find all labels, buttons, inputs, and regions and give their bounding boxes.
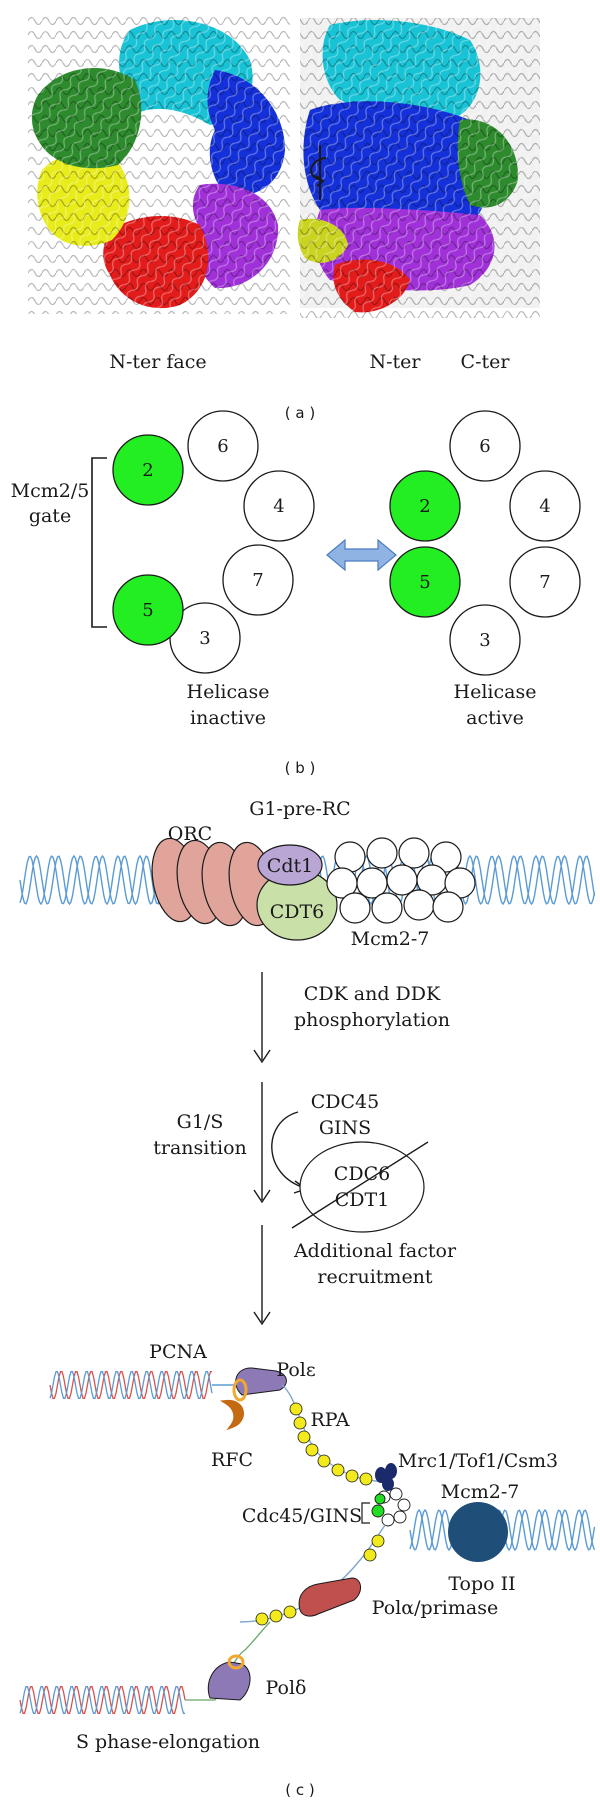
cdc45-bracket <box>361 1502 370 1524</box>
label-7-active: 7 <box>539 572 550 593</box>
pcna-label: PCNA <box>149 1341 207 1363</box>
panel-label-c: ( c ) <box>285 1781 315 1799</box>
removed-line1: CDC6 <box>334 1163 390 1185</box>
pol-epsilon-label: Polε <box>276 1359 315 1381</box>
helicase-active-line2: active <box>466 707 524 729</box>
rpa-label: RPA <box>310 1409 349 1431</box>
caption-c-ter: C-ter <box>461 351 511 373</box>
subunit-2-inactive <box>112 434 184 506</box>
elongation-label: S phase-elongation <box>76 1731 260 1753</box>
label-6-active: 6 <box>479 436 490 457</box>
cdc45-gins-label: Cdc45/GINS <box>242 1505 362 1527</box>
gate-label-line1: Mcm2/5 <box>11 480 90 502</box>
cmg-helicase <box>371 1487 411 1527</box>
panel-c: G1-pre-RC ORC Cdt1 CDT6 <box>19 798 596 1799</box>
panel-label-b: ( b ) <box>285 759 316 777</box>
dna-helix-lagging-top <box>49 1371 213 1399</box>
pol-alpha-label: Polα/primase <box>372 1597 498 1619</box>
g1-pre-rc-title: G1-pre-RC <box>249 798 350 820</box>
transition-line2: transition <box>153 1137 247 1159</box>
arrow-down-3 <box>253 1225 271 1326</box>
mcm-double-hexamer <box>326 837 476 924</box>
rpa-beads-top <box>289 1402 373 1486</box>
rpa-beads-bottom <box>255 1534 385 1626</box>
rotation-axis-icon <box>310 145 327 200</box>
panel-label-a: ( a ) <box>285 404 315 422</box>
subunit-4-inactive <box>243 470 315 542</box>
transition-line1: G1/S <box>177 1111 224 1133</box>
cdt1-label: Cdt1 <box>267 855 313 877</box>
caption-n-ter: N-ter <box>369 351 421 373</box>
label-5-active: 5 <box>419 572 430 593</box>
cdt6-label: CDT6 <box>270 901 325 923</box>
subunit-7-active <box>509 546 581 618</box>
caption-n-ter-face: N-ter face <box>109 351 206 373</box>
helicase-inactive-line1: Helicase <box>187 681 270 703</box>
pcna-clamp-2 <box>227 1654 245 1670</box>
pol-alpha <box>298 1577 361 1617</box>
label-5-inactive: 5 <box>142 600 153 621</box>
topo-ii-label: Topo II <box>448 1573 515 1595</box>
mrc-complex <box>375 1463 397 1491</box>
pol-delta-label: Polδ <box>266 1677 307 1699</box>
mcm2-7-label: Mcm2-7 <box>351 928 430 950</box>
gate-label-line2: gate <box>29 505 71 527</box>
label-3-active: 3 <box>479 630 490 651</box>
label-4-inactive: 4 <box>273 496 284 517</box>
subunit-7-inactive <box>222 544 294 616</box>
label-2-active: 2 <box>419 496 430 517</box>
additional-line2: recruitment <box>317 1266 432 1288</box>
label-7-inactive: 7 <box>252 570 263 591</box>
label-2-inactive: 2 <box>142 460 153 481</box>
equilibrium-arrow-icon <box>326 538 397 572</box>
helicase-inactive-line2: inactive <box>190 707 266 729</box>
additional-line1: Additional factor <box>293 1240 457 1262</box>
rfc <box>219 1399 244 1431</box>
topo-ii <box>448 1502 508 1562</box>
ring-inactive: 2 6 4 7 3 5 <box>112 410 315 674</box>
arrow-down-2 <box>253 1082 271 1204</box>
helicase-active-line1: Helicase <box>454 681 537 703</box>
subunit-4-active <box>509 470 581 542</box>
pcna-clamp <box>232 1378 248 1402</box>
subunit-3-active <box>449 604 521 676</box>
mcm-structure-top-view <box>28 14 290 314</box>
recruit-line2: GINS <box>319 1117 371 1139</box>
removed-line2: CDT1 <box>335 1189 390 1211</box>
mcm2-7-label-replisome: Mcm2-7 <box>441 1481 520 1503</box>
label-4-active: 4 <box>539 496 550 517</box>
mcm-structure-side-view <box>297 18 540 318</box>
label-6-inactive: 6 <box>217 436 228 457</box>
arrow-down-1 <box>253 972 271 1064</box>
pol-delta <box>207 1661 251 1701</box>
subunit-6-active <box>449 410 521 482</box>
panel-b: Mcm2/5 gate 2 6 4 7 3 5 Helicase inactiv… <box>11 410 581 777</box>
rfc-label: RFC <box>211 1449 253 1471</box>
dna-helix-lagging-bottom <box>19 1686 186 1714</box>
subunit-6-inactive <box>187 410 259 482</box>
gate-bracket <box>91 457 107 628</box>
subunit-5-active <box>389 546 461 618</box>
step1-line1: CDK and DDK <box>304 983 441 1005</box>
step1-line2: phosphorylation <box>294 1009 450 1031</box>
subunit-5-inactive <box>112 574 184 646</box>
recruit-line1: CDC45 <box>311 1091 380 1113</box>
subunit-2-active <box>389 470 461 542</box>
ring-active: 6 4 7 3 5 2 <box>389 410 581 676</box>
orc-label: ORC <box>168 823 212 845</box>
label-3-inactive: 3 <box>199 628 210 649</box>
panel-a: N-ter face N-ter C-ter ( a ) <box>28 14 540 422</box>
cdt1-blob <box>257 844 323 886</box>
mrc-label: Mrc1/Tof1/Csm3 <box>398 1450 558 1472</box>
orc-complex <box>151 837 276 927</box>
removed-factors <box>291 1141 429 1233</box>
